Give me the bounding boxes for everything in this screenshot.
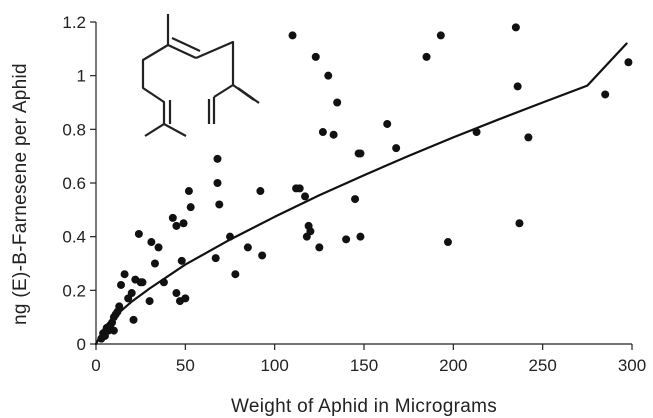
x-axis-title: Weight of Aphid in Micrograms bbox=[231, 396, 497, 417]
data-point bbox=[226, 232, 234, 241]
fit-curve-group bbox=[94, 42, 628, 346]
data-point bbox=[288, 31, 297, 40]
y-tick-label: 0.2 bbox=[62, 281, 86, 300]
data-point bbox=[134, 229, 143, 238]
y-tick-label: 0.6 bbox=[62, 174, 86, 193]
data-point bbox=[295, 184, 304, 193]
y-tick-label: 1.2 bbox=[62, 13, 86, 32]
data-point bbox=[422, 52, 431, 61]
data-point bbox=[329, 130, 338, 139]
data-point bbox=[213, 179, 222, 187]
data-point bbox=[117, 280, 126, 289]
x-tick-label: 200 bbox=[439, 356, 467, 375]
data-point bbox=[624, 58, 633, 67]
data-point bbox=[356, 149, 365, 158]
data-point bbox=[436, 31, 445, 40]
data-point bbox=[109, 326, 118, 335]
data-point bbox=[172, 221, 181, 230]
y-ticks: 0 0.2 0.4 0.6 0.8 1 1.2 bbox=[62, 13, 96, 354]
data-point bbox=[138, 278, 147, 287]
data-point bbox=[318, 128, 327, 137]
data-point bbox=[115, 302, 124, 311]
data-point bbox=[231, 270, 240, 279]
data-point bbox=[177, 256, 186, 265]
data-point bbox=[129, 315, 138, 324]
data-point bbox=[333, 98, 342, 107]
data-point bbox=[258, 251, 267, 260]
y-axis-title: ng (E)-B-Farnesene per Aphid bbox=[10, 63, 31, 325]
data-point bbox=[306, 227, 315, 236]
x-tick-label: 300 bbox=[618, 356, 646, 375]
y-tick-label: 0.4 bbox=[62, 228, 86, 247]
data-point bbox=[145, 297, 154, 306]
y-tick-label: 1 bbox=[77, 67, 86, 86]
data-point bbox=[511, 23, 520, 32]
x-tick-label: 0 bbox=[91, 356, 100, 375]
data-point bbox=[356, 232, 365, 241]
data-point bbox=[383, 119, 392, 128]
y-tick-label: 0.8 bbox=[62, 120, 86, 139]
data-point bbox=[127, 289, 136, 298]
data-point bbox=[311, 52, 320, 61]
data-point bbox=[186, 203, 195, 212]
x-tick-label: 250 bbox=[528, 356, 556, 375]
data-point bbox=[159, 278, 168, 287]
data-point bbox=[184, 187, 193, 196]
data-point bbox=[342, 235, 351, 244]
data-point bbox=[213, 154, 222, 163]
data-point bbox=[215, 200, 224, 209]
x-tick-label: 100 bbox=[260, 356, 288, 375]
data-point bbox=[513, 82, 522, 91]
data-point bbox=[324, 71, 333, 80]
data-point bbox=[515, 219, 524, 228]
data-point bbox=[179, 219, 188, 228]
data-point bbox=[150, 259, 159, 268]
y-tick-label: 0 bbox=[77, 335, 86, 354]
data-point bbox=[392, 144, 401, 153]
data-point bbox=[301, 192, 310, 201]
data-point bbox=[120, 270, 129, 279]
data-point bbox=[154, 243, 163, 252]
data-point bbox=[524, 133, 533, 142]
data-point bbox=[243, 243, 252, 252]
molecule-structure-drawing bbox=[141, 14, 260, 137]
data-point bbox=[351, 195, 360, 204]
data-point bbox=[172, 289, 181, 298]
data-point bbox=[472, 128, 481, 137]
data-point bbox=[168, 213, 177, 222]
data-point bbox=[147, 238, 156, 247]
fit-curve-line bbox=[94, 42, 628, 346]
data-point bbox=[211, 254, 220, 263]
data-point bbox=[315, 243, 324, 252]
data-points bbox=[97, 23, 633, 343]
data-point bbox=[443, 238, 452, 247]
data-point bbox=[601, 90, 610, 99]
x-ticks: 0 50 100 150 200 250 300 bbox=[91, 344, 646, 375]
x-tick-label: 150 bbox=[350, 356, 378, 375]
data-point bbox=[181, 294, 190, 303]
x-tick-label: 50 bbox=[176, 356, 195, 375]
data-point bbox=[256, 187, 265, 196]
